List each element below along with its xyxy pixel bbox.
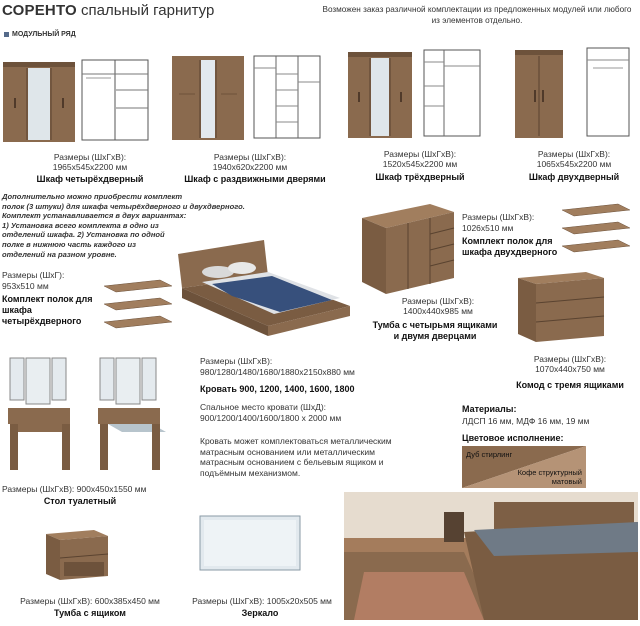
bed-name: Кровать 900, 1200, 1400, 1600, 1800 bbox=[200, 384, 355, 394]
bed-photo bbox=[172, 236, 352, 340]
wardrobe-4door-dims: Размеры (ШхГхВ):1965х545х2200 мм bbox=[52, 152, 128, 172]
section-label: МОДУЛЬНЫЙ РЯД bbox=[4, 31, 76, 38]
square-bullet-icon bbox=[4, 32, 9, 37]
shelf4-photo bbox=[100, 276, 174, 332]
shelf4-dims: Размеры (ШхГ):953х510 мм bbox=[2, 270, 65, 291]
wardrobe-4door-name: Шкаф четырёхдверный bbox=[36, 174, 144, 184]
dresser-photo bbox=[516, 270, 606, 344]
bed-dims: Размеры (ШхГхВ):980/1280/1480/1680/1880х… bbox=[200, 356, 355, 377]
wardrobe-sliding-name: Шкаф с раздвижными дверями bbox=[184, 174, 326, 184]
materials-text: ЛДСП 16 мм, МДФ 16 мм, 19 мм bbox=[462, 416, 590, 426]
wardrobe-3door-drawing bbox=[422, 46, 482, 140]
wardrobe-sliding-drawing bbox=[252, 52, 322, 142]
vanity-dims: Размеры (ШхГхВ): 900х450х1550 мм bbox=[2, 484, 147, 494]
colors-title: Цветовое исполнение: bbox=[462, 433, 564, 443]
mirror-name: Зеркало bbox=[241, 608, 279, 618]
wardrobe-sliding-photo bbox=[171, 54, 245, 142]
chest-photo bbox=[360, 198, 456, 298]
shelf2-dims: Размеры (ШхГхВ):1026х510 мм bbox=[462, 212, 535, 233]
wardrobe-2door-drawing bbox=[585, 44, 631, 140]
nightstand-photo bbox=[44, 528, 110, 584]
vanity-open-photo bbox=[94, 356, 170, 474]
dresser-dims: Размеры (ШхГхВ):1070х440х750 мм bbox=[533, 354, 607, 374]
dresser-name: Комод с тремя ящиками bbox=[516, 380, 624, 390]
shelf2-photo bbox=[558, 200, 632, 256]
vanity-closed-photo bbox=[4, 356, 74, 474]
wardrobe-sliding-dims: Размеры (ШхГхВ):1940х620х2200 мм bbox=[212, 152, 288, 172]
mirror-dims: Размеры (ШхГхВ): 1005х20х505 мм bbox=[192, 596, 332, 606]
page-title: СОРЕНТО спальный гарнитур bbox=[2, 2, 215, 19]
bed-sleep-area: Спальное место кровати (ШхД):900/1200/14… bbox=[200, 402, 342, 423]
wardrobe-4door-photo bbox=[2, 58, 76, 144]
wardrobe-3door-name: Шкаф трёхдверный bbox=[375, 172, 465, 182]
interior-photo bbox=[344, 492, 638, 620]
swatch-oak-label: Дуб стирлинг bbox=[466, 450, 513, 459]
bed-description: Кровать может комплектоваться металличес… bbox=[200, 436, 392, 478]
wardrobe-3door-photo bbox=[347, 48, 413, 140]
wardrobe-4door-drawing bbox=[80, 56, 152, 144]
wardrobe-2door-name: Шкаф двухдверный bbox=[528, 172, 620, 182]
wardrobe-2door-dims: Размеры (ШхГхВ):1065х545х2200 мм bbox=[536, 149, 612, 169]
materials-title: Материалы: bbox=[462, 404, 517, 414]
chest-dims: Размеры (ШхГхВ):1400х440х985 мм bbox=[401, 296, 475, 316]
nightstand-dims: Размеры (ШхГхВ): 600х385х450 мм bbox=[20, 596, 160, 606]
vanity-name: Стол туалетный bbox=[43, 496, 117, 506]
wardrobe-3door-dims: Размеры (ШхГхВ):1520х545х2200 мм bbox=[382, 149, 458, 169]
wardrobe-2door-photo bbox=[514, 46, 564, 140]
nightstand-name: Тумба с ящиком bbox=[54, 608, 126, 618]
intro-text: Возможен заказ различной комплектации из… bbox=[322, 5, 632, 25]
mirror-photo bbox=[198, 514, 302, 572]
